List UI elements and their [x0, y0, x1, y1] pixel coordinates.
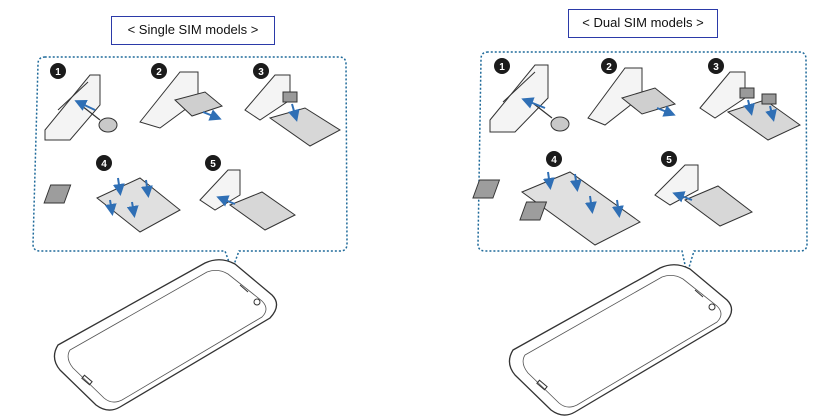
single-step-badge-2: 2 — [151, 63, 167, 79]
single-step-4-illustration — [43, 177, 181, 233]
dual-sim-callout — [477, 51, 808, 277]
dual-step-5-illustration — [654, 164, 753, 227]
single-step-2-illustration — [139, 71, 224, 129]
dual-step-4-illustration — [472, 171, 641, 246]
single-step-badge-1: 1 — [50, 63, 66, 79]
single-step-badge-3: 3 — [253, 63, 269, 79]
svg-text:1: 1 — [55, 67, 61, 78]
svg-text:5: 5 — [210, 159, 216, 170]
dual-step-2-illustration — [587, 67, 677, 126]
dual-step-badge-4: 4 — [546, 151, 562, 167]
single-sim-callout — [32, 56, 348, 273]
single-step-1-illustration — [44, 74, 118, 141]
single-sim-phone — [53, 259, 278, 411]
svg-text:3: 3 — [713, 62, 719, 73]
svg-text:4: 4 — [101, 159, 107, 170]
svg-text:4: 4 — [551, 155, 557, 166]
dual-step-badge-1: 1 — [494, 58, 510, 74]
single-step-badge-4: 4 — [96, 155, 112, 171]
svg-text:2: 2 — [156, 67, 162, 78]
svg-text:3: 3 — [258, 67, 264, 78]
svg-text:1: 1 — [499, 62, 505, 73]
single-step-3-illustration — [244, 74, 341, 147]
svg-text:5: 5 — [666, 155, 672, 166]
dual-step-1-illustration — [489, 64, 570, 133]
dual-sim-title: < Dual SIM models > — [568, 9, 718, 38]
dual-sim-phone — [508, 264, 733, 416]
single-sim-title: < Single SIM models > — [111, 16, 275, 45]
single-step-badge-5: 5 — [205, 155, 221, 171]
single-step-5-illustration — [199, 169, 296, 231]
svg-text:2: 2 — [606, 62, 612, 73]
dual-step-badge-5: 5 — [661, 151, 677, 167]
dual-step-badge-2: 2 — [601, 58, 617, 74]
dual-step-3-illustration — [699, 71, 801, 141]
dual-step-badge-3: 3 — [708, 58, 724, 74]
